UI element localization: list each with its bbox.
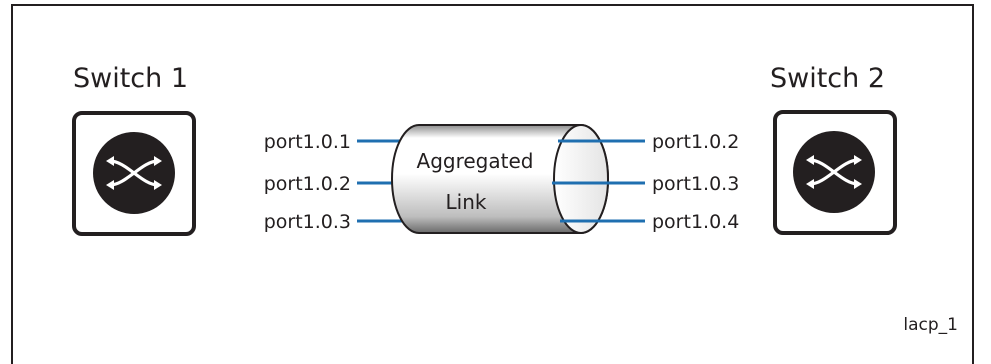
switch-1-title: Switch 1 bbox=[73, 63, 188, 94]
link-label-line2: Link bbox=[446, 190, 487, 214]
right-port-label-1: port1.0.2 bbox=[652, 131, 739, 153]
lacp-diagram: Switch 1 Switch 2 bbox=[72, 63, 958, 335]
left-port-label-1: port1.0.1 bbox=[264, 131, 351, 153]
link-label-line1: Aggregated bbox=[417, 149, 534, 173]
switch-crossover-icon bbox=[93, 132, 175, 214]
switch-1 bbox=[72, 111, 196, 236]
left-port-label-2: port1.0.2 bbox=[264, 173, 351, 195]
left-port-label-3: port1.0.3 bbox=[264, 211, 351, 233]
switch-2-title: Switch 2 bbox=[770, 63, 885, 94]
aggregated-link-cylinder bbox=[391, 124, 609, 234]
switch-2 bbox=[773, 110, 897, 235]
right-port-label-3: port1.0.4 bbox=[652, 211, 739, 233]
right-port-label-2: port1.0.3 bbox=[652, 173, 739, 195]
figure-id: lacp_1 bbox=[903, 315, 958, 335]
switch-crossover-icon bbox=[793, 131, 875, 213]
diagram-frame bbox=[11, 4, 974, 364]
